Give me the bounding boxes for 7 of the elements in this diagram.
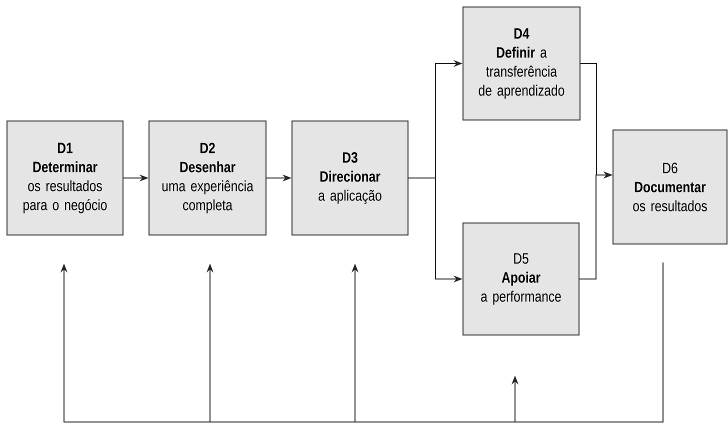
process-box: D4 Definir a transferência de aprendizado bbox=[462, 6, 580, 120]
arrow bbox=[511, 262, 664, 422]
process-box: D2 Desenhar uma experiência completa bbox=[148, 120, 266, 236]
process-box: D5 Apoiar a performance bbox=[462, 222, 580, 336]
process-box: D1 Determinar os resultados para o negócio bbox=[6, 120, 124, 236]
process-box: D6 Documentar os resultados bbox=[612, 130, 728, 244]
process-box: D3 Direcionar a aplicação bbox=[292, 120, 408, 236]
